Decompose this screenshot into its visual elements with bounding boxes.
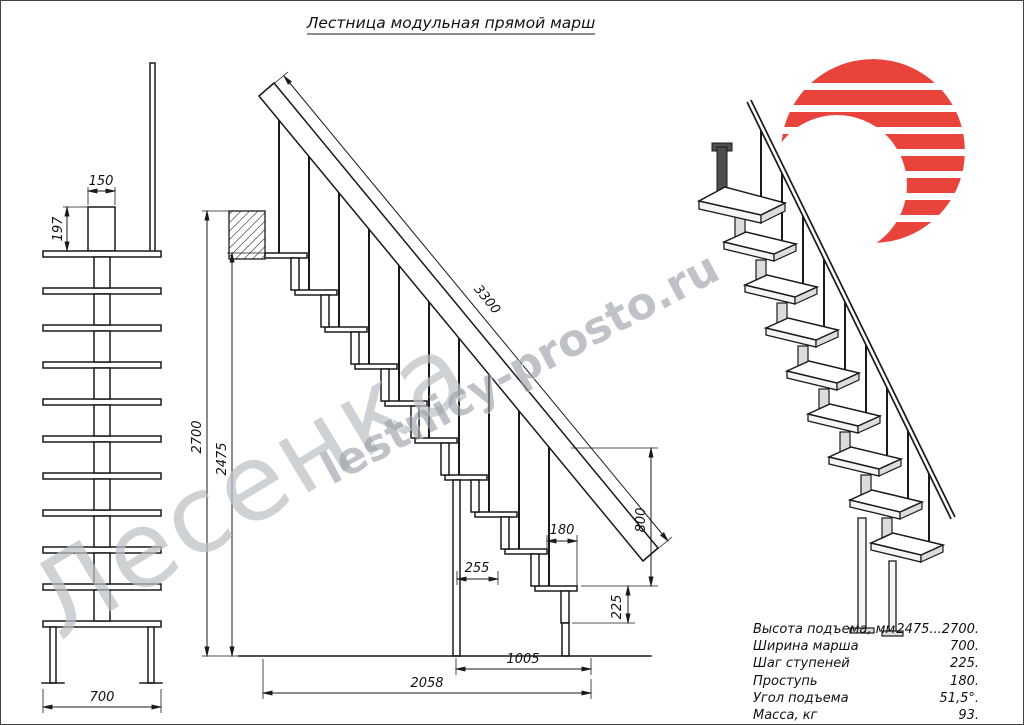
dim-180: 180 — [550, 523, 575, 538]
spec-label: Масса, кг — [753, 708, 818, 724]
dim-700: 700 — [90, 690, 115, 705]
iso-treads — [696, 186, 946, 563]
spec-label: Высота подъема, мм — [753, 622, 896, 637]
spec-row-mass: Масса, кг 93. — [753, 707, 979, 724]
spec-row-step: Шаг ступеней 225. — [753, 655, 979, 672]
spec-label: Проступь — [753, 673, 818, 689]
spec-value: 700. — [950, 639, 979, 655]
front-view: 150 197 700 — [41, 62, 163, 713]
front-spine — [93, 256, 111, 622]
spec-value: 2475...2700. — [896, 622, 979, 637]
brand-logo — [781, 59, 965, 243]
spec-label: Угол подъема — [753, 690, 849, 706]
spec-label: Ширина марша — [753, 639, 859, 655]
dim-1005: 1005 — [506, 652, 539, 667]
spec-label: Шаг ступеней — [753, 656, 850, 672]
dim-2475: 2475 — [215, 442, 230, 475]
spec-row-width: Ширина марша 700. — [753, 638, 979, 655]
spec-row-angle: Угол подъема 51,5°. — [753, 690, 979, 707]
dim-800: 800 — [634, 508, 649, 533]
front-wall-bracket — [87, 206, 116, 252]
iso-view — [696, 59, 965, 637]
drawing-title: Лестница модульная прямой марш — [306, 14, 596, 32]
dim-225: 225 — [610, 595, 625, 620]
spec-value: 225. — [950, 656, 979, 672]
dim-255: 255 — [465, 561, 490, 576]
dim-197: 197 — [51, 216, 66, 242]
iso-balusters — [760, 125, 930, 547]
front-handrail-post — [149, 62, 156, 254]
spec-value: 51,5°. — [939, 690, 979, 706]
side-view: 3300 2700 2475 180 255 800 225 1005 — [190, 71, 673, 699]
dim-2058: 2058 — [410, 676, 443, 691]
iso-spine-links — [734, 216, 893, 545]
dim-3300: 3300 — [470, 282, 503, 317]
iso-top-bracket — [711, 142, 733, 194]
front-steps — [42, 250, 162, 628]
spec-value: 180. — [950, 673, 979, 689]
dim-150: 150 — [89, 174, 114, 189]
spec-value: 93. — [958, 708, 979, 724]
side-support-posts — [238, 479, 652, 657]
wall-hatch — [228, 210, 266, 260]
front-legs — [41, 626, 163, 684]
spec-row-tread: Проступь 180. — [753, 673, 979, 690]
spec-table: Высота подъема, мм 2475...2700. Ширина м… — [753, 621, 979, 724]
iso-support-posts — [849, 517, 904, 637]
spec-row-height: Высота подъема, мм 2475...2700. — [753, 621, 979, 638]
dim-2700: 2700 — [190, 420, 205, 453]
iso-handrail — [746, 99, 956, 520]
